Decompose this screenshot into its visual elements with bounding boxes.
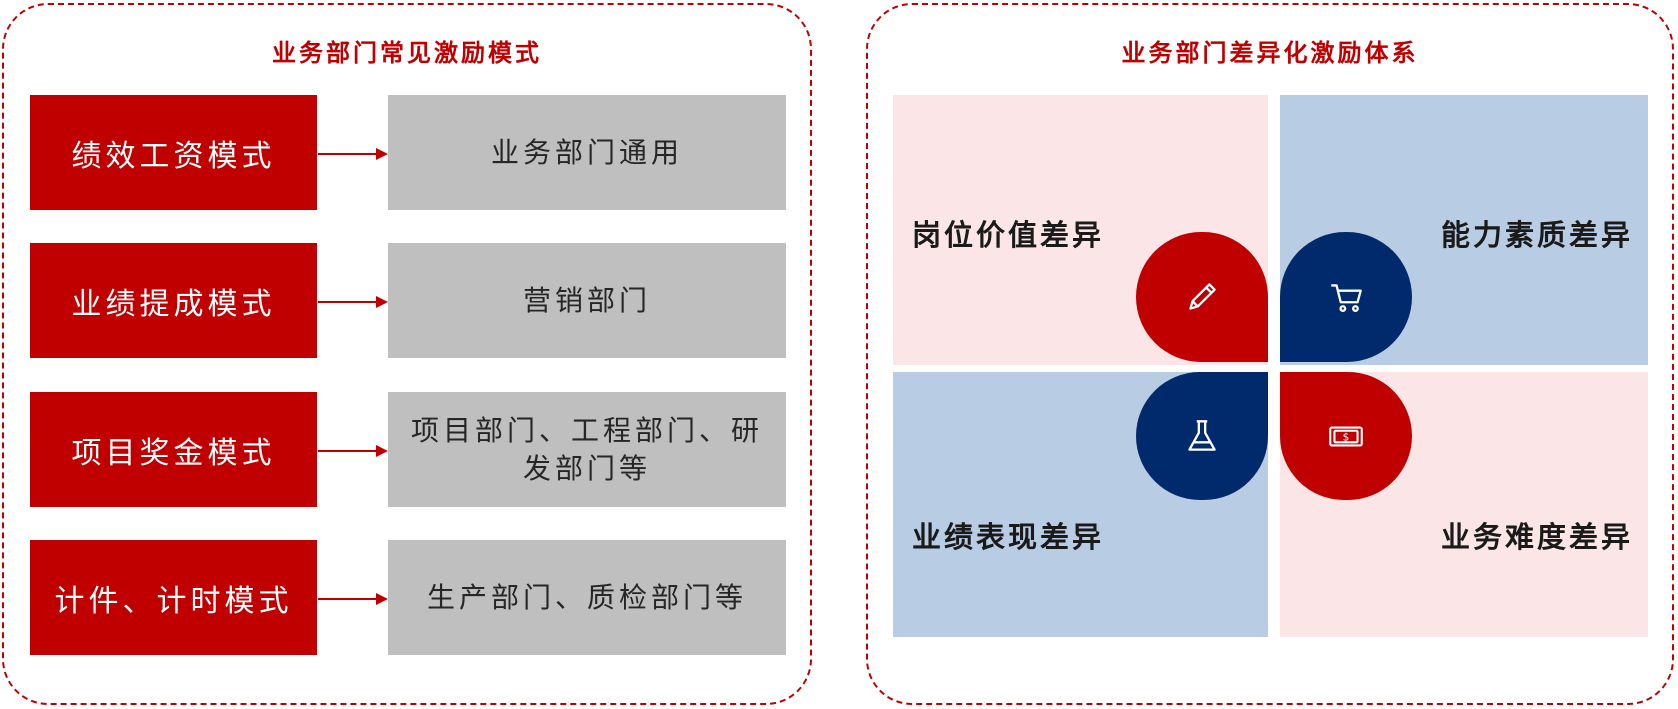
label-position-value: 岗位价值差异 — [912, 218, 1105, 252]
common-incentive-modes-panel: 业务部门常见激励模式 — [2, 3, 812, 705]
dept-box-production-qc: 生产部门、质检部门等 — [388, 540, 786, 655]
shopping-cart-icon — [1331, 284, 1362, 313]
label-performance: 业绩表现差异 — [912, 520, 1105, 554]
petal-bottom-right: $ — [1280, 372, 1412, 500]
dept-box-general: 业务部门通用 — [388, 95, 786, 210]
arrow-icon — [318, 296, 388, 308]
dept-box-marketing: 营销部门 — [388, 243, 786, 358]
arrow-icon — [318, 148, 388, 160]
mode-box-project-bonus: 项目奖金模式 — [30, 392, 317, 507]
arrow-icon — [318, 445, 388, 457]
petal-top-right — [1280, 232, 1412, 362]
flask-icon — [1188, 420, 1216, 451]
svg-text:$: $ — [1343, 432, 1350, 444]
mode-box-performance-salary: 绩效工资模式 — [30, 95, 317, 210]
petal-top-left — [1136, 232, 1268, 362]
differentiated-incentive-system-panel: 业务部门差异化激励体系 — [866, 3, 1674, 705]
pencil-icon — [1189, 283, 1216, 310]
money-bill-icon: $ — [1329, 426, 1363, 447]
label-competency: 能力素质差异 — [1440, 218, 1633, 252]
label-business-difficulty: 业务难度差异 — [1440, 520, 1633, 554]
petal-bottom-left — [1136, 372, 1268, 500]
dept-box-project-engineering-rd: 项目部门、工程部门、研发部门等 — [388, 392, 786, 507]
mode-box-commission: 业绩提成模式 — [30, 243, 317, 358]
arrow-icon — [318, 593, 388, 605]
panel-title: 业务部门常见激励模式 — [272, 38, 542, 67]
panel-title: 业务部门差异化激励体系 — [1121, 38, 1419, 67]
mode-box-piece-time: 计件、计时模式 — [30, 540, 317, 655]
